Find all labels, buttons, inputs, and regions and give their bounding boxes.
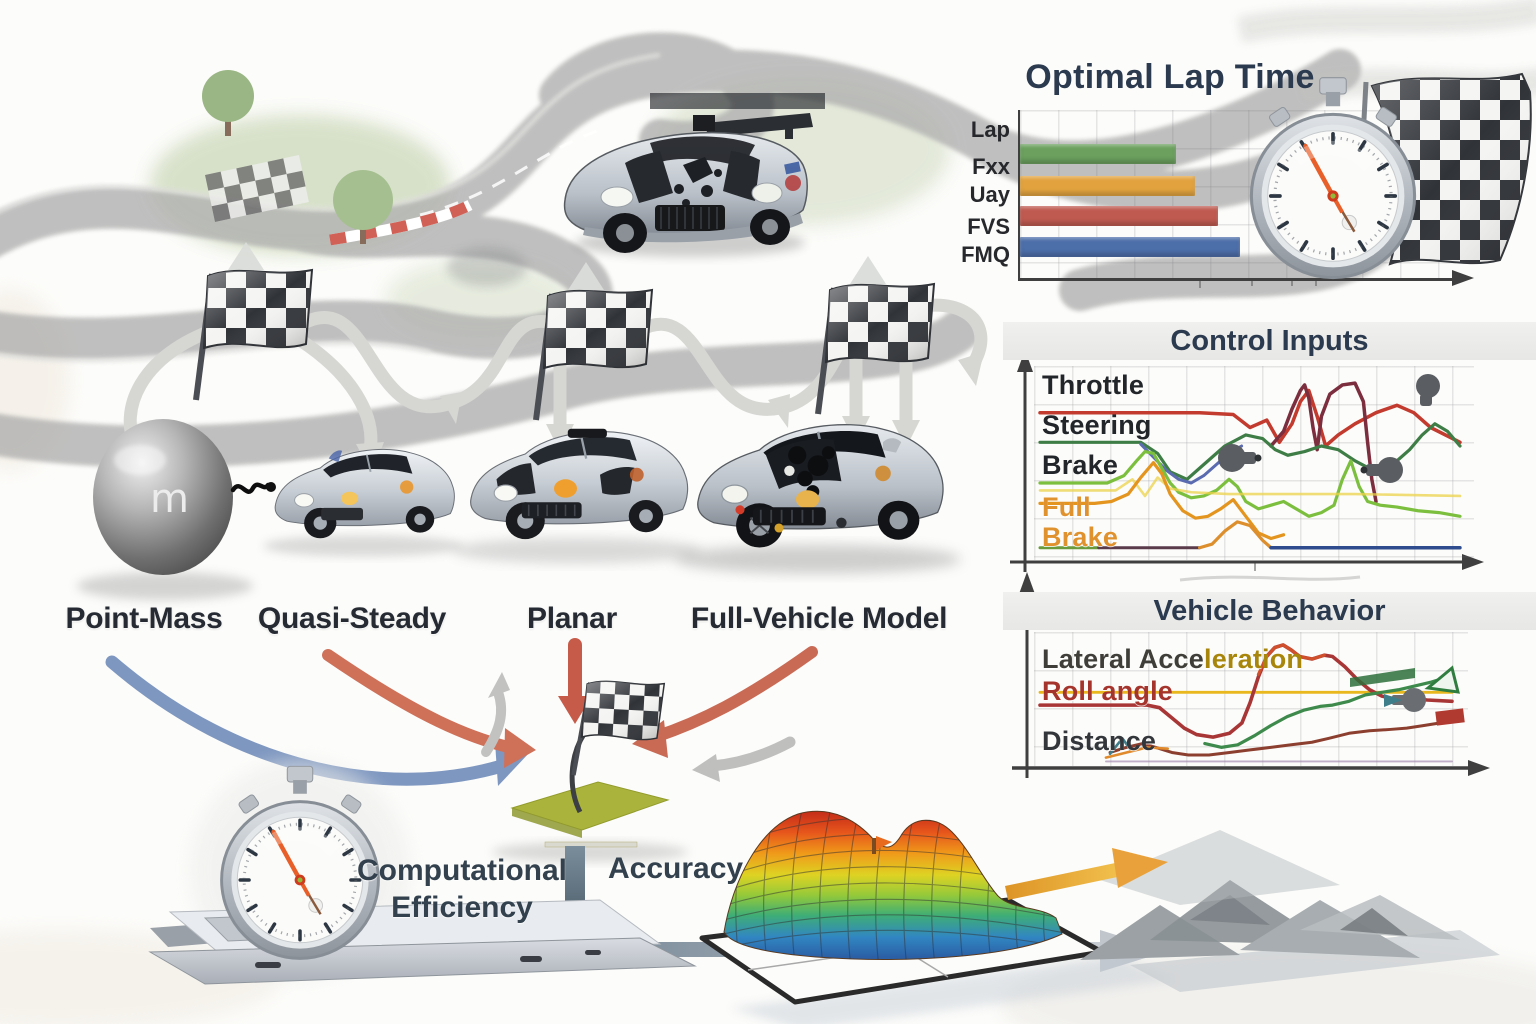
series-distance <box>1110 722 1452 755</box>
bar-Uay <box>1020 176 1195 196</box>
car-full-vehicle <box>675 424 961 574</box>
finish-line-checker <box>205 155 309 222</box>
label-distance: Distance <box>1042 726 1157 756</box>
tick-label-Uay: Uay <box>969 182 1010 207</box>
series-aux-yellow <box>1040 477 1460 496</box>
series-throttle-late <box>1271 383 1376 501</box>
accuracy-arrow <box>1005 862 1122 900</box>
vehicle-behavior-lines <box>1040 636 1452 764</box>
tick-label-Lap: Lap <box>970 117 1010 142</box>
car-planar <box>452 428 702 564</box>
series-full-brake <box>1040 463 1284 539</box>
vehicle-behavior-plot: Lateral Acceleration Roll angle Distance <box>1040 636 1452 764</box>
bar-FVS <box>1020 206 1218 226</box>
series-spike-orange <box>1106 747 1168 757</box>
car-quasi-steady <box>263 449 463 557</box>
series-brake <box>1040 452 1460 517</box>
label-full-brake: Brake <box>1042 522 1119 552</box>
tradeoff-left-line2: Efficiency <box>391 891 533 924</box>
terrain-icon <box>1080 830 1500 992</box>
series-roll-angle-hot <box>1258 645 1324 674</box>
accuracy-surface-plot <box>699 810 1500 1024</box>
control-inputs-banner: Control Inputs <box>1003 322 1536 360</box>
vehicle-behavior-banner: Vehicle Behavior <box>1003 592 1536 630</box>
bar-Fxx <box>1020 144 1176 164</box>
bar-FMQ <box>1020 237 1241 257</box>
checkered-flag-icon <box>196 270 934 420</box>
race-car-icon <box>563 93 825 257</box>
tree-icon <box>202 70 393 244</box>
series-spike-teal <box>1110 738 1131 753</box>
series-steering <box>1040 424 1460 480</box>
model-label-quasi-steady: Quasi-Steady <box>257 602 447 635</box>
series-baseline-bump <box>1200 522 1271 548</box>
control-inputs-plot: Throttle Steering Brake Full Brake <box>1040 370 1460 557</box>
label-roll-angle: Roll angle <box>1042 676 1174 706</box>
label-brake: Brake <box>1042 450 1119 480</box>
point-mass-sphere: m <box>77 419 276 600</box>
label-steering: Steering <box>1042 410 1152 440</box>
tick-label-FMQ: FMQ <box>961 242 1010 267</box>
goal-flag-platform <box>492 679 688 862</box>
lap-time-title: Optimal Lap Time <box>1025 58 1315 96</box>
label-lateral-acceleration: Lateral Acceleration <box>1042 644 1304 674</box>
control-inputs-lines <box>1040 372 1460 557</box>
model-label-planar: Planar <box>527 602 617 635</box>
series-heading <box>1205 678 1444 747</box>
tick-label-FVS: FVS <box>967 214 1010 239</box>
point-mass-symbol: m <box>150 476 189 522</box>
lap-time-plot <box>1020 112 1400 278</box>
model-label-point-mass: Point-Mass <box>65 602 223 635</box>
vehicle-behavior-title: Vehicle Behavior <box>1153 594 1386 627</box>
series-throttle <box>1040 391 1460 447</box>
label-throttle: Throttle <box>1042 370 1145 400</box>
model-to-goal-arrows <box>105 638 818 786</box>
flag-arrow-network <box>122 242 988 474</box>
control-inputs-title: Control Inputs <box>1170 324 1369 357</box>
tradeoff-left-line1: Computational <box>357 854 567 887</box>
tick-label-Fxx: Fxx <box>972 154 1010 179</box>
model-label-full-vehicle: Full-Vehicle Model <box>690 602 948 635</box>
tradeoff-right: Accuracy <box>608 852 744 885</box>
label-full: Full <box>1042 492 1091 522</box>
